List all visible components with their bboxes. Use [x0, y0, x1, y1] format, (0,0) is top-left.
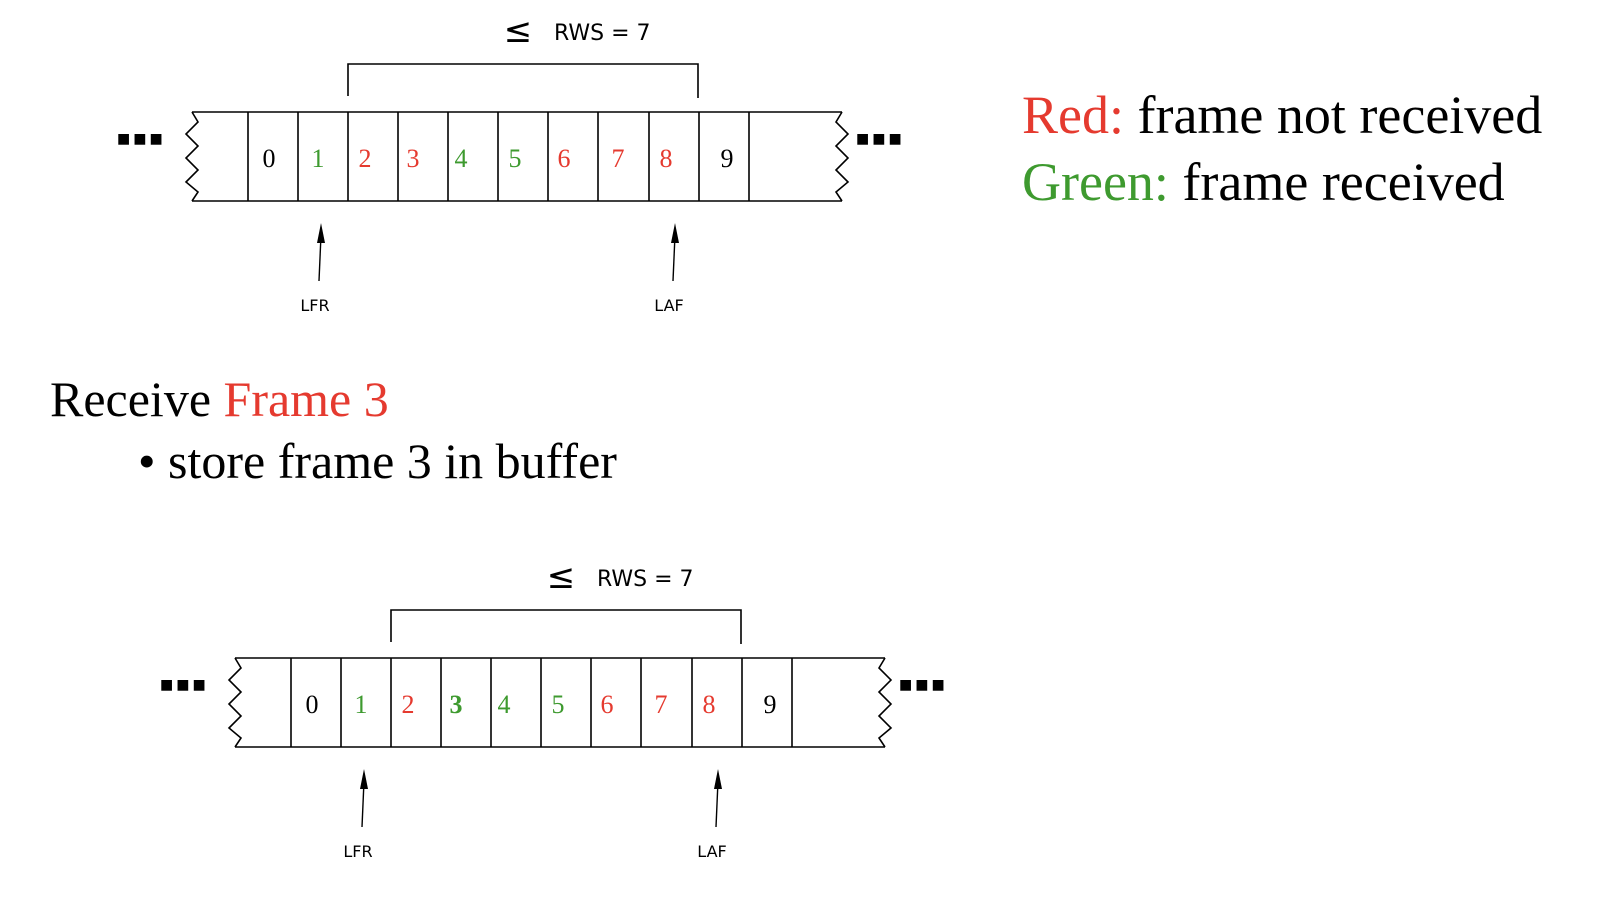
arrow-head: [317, 223, 325, 243]
frame-number-8: 8: [660, 144, 673, 173]
left-ellipsis: ■■■: [117, 131, 166, 147]
laf-label: LAF: [697, 842, 726, 861]
frame-number-8: 8: [703, 690, 716, 719]
receive-window-after: 0 1 2 3 4 5 6 7 8 9 ≤ RWS = 7 ■■■ ■■■ LFR LAF: [160, 557, 948, 861]
less-equal-symbol: ≤: [504, 11, 533, 51]
laf-label: LAF: [654, 296, 683, 315]
frame-number-1: 1: [312, 144, 325, 173]
less-equal-symbol: ≤: [547, 557, 576, 597]
step-title: Receive Frame 3: [50, 370, 389, 428]
frame-number-5: 5: [552, 690, 565, 719]
frame-number-2: 2: [402, 690, 415, 719]
buffer-right-torn-edge: [834, 111, 850, 202]
frame-number-7: 7: [612, 144, 625, 173]
lfr-pointer-arrow: [317, 223, 325, 282]
frame-number-6: 6: [601, 690, 614, 719]
rws-label: RWS = 7: [554, 21, 651, 46]
receive-window-before: 0 1 2 3 4 5 6 7 8 9 ≤ RWS = 7 ■■■ ■■■ LFR LAF: [117, 11, 905, 315]
frame-number-4: 4: [498, 690, 511, 719]
legend-green-key: Green:: [1022, 152, 1169, 212]
legend-green-entry: Green: frame received: [1022, 155, 1505, 209]
frame-number-7: 7: [655, 690, 668, 719]
lfr-pointer-arrow: [360, 769, 368, 828]
frame-number-2: 2: [359, 144, 372, 173]
frame-number-9: 9: [764, 690, 777, 719]
legend-red-entry: Red: frame not received: [1022, 88, 1542, 142]
frame-number-5: 5: [509, 144, 522, 173]
arrow-head: [714, 769, 722, 789]
frame-number-9: 9: [721, 144, 734, 173]
laf-pointer-arrow: [714, 769, 722, 828]
arrow-head: [671, 223, 679, 243]
frame-number-3: 3: [407, 144, 420, 173]
buffer-right-torn-edge: [877, 657, 893, 748]
step-title-prefix: Receive: [50, 371, 224, 427]
frame-number-1: 1: [355, 690, 368, 719]
laf-pointer-arrow: [671, 223, 679, 282]
legend-red-key: Red:: [1022, 85, 1124, 145]
step-bullet: • store frame 3 in buffer: [138, 433, 617, 489]
frame-number-0: 0: [306, 690, 319, 719]
right-ellipsis: ■■■: [856, 131, 905, 147]
legend-green-text: frame received: [1168, 152, 1505, 212]
right-ellipsis: ■■■: [899, 677, 948, 693]
window-size-bracket: [347, 63, 699, 98]
buffer-left-torn-edge: [184, 111, 200, 202]
frame-number-0: 0: [263, 144, 276, 173]
legend-red-text: frame not received: [1124, 85, 1543, 145]
rws-label: RWS = 7: [597, 567, 694, 592]
frame-number-3: 3: [450, 690, 463, 719]
left-ellipsis: ■■■: [160, 677, 209, 693]
arrow-head: [360, 769, 368, 789]
frame-number-6: 6: [558, 144, 571, 173]
lfr-label: LFR: [343, 842, 372, 861]
step-title-highlight: Frame 3: [223, 371, 389, 427]
window-size-bracket: [390, 609, 742, 644]
lfr-label: LFR: [300, 296, 329, 315]
buffer-left-torn-edge: [227, 657, 243, 748]
frame-number-4: 4: [455, 144, 468, 173]
